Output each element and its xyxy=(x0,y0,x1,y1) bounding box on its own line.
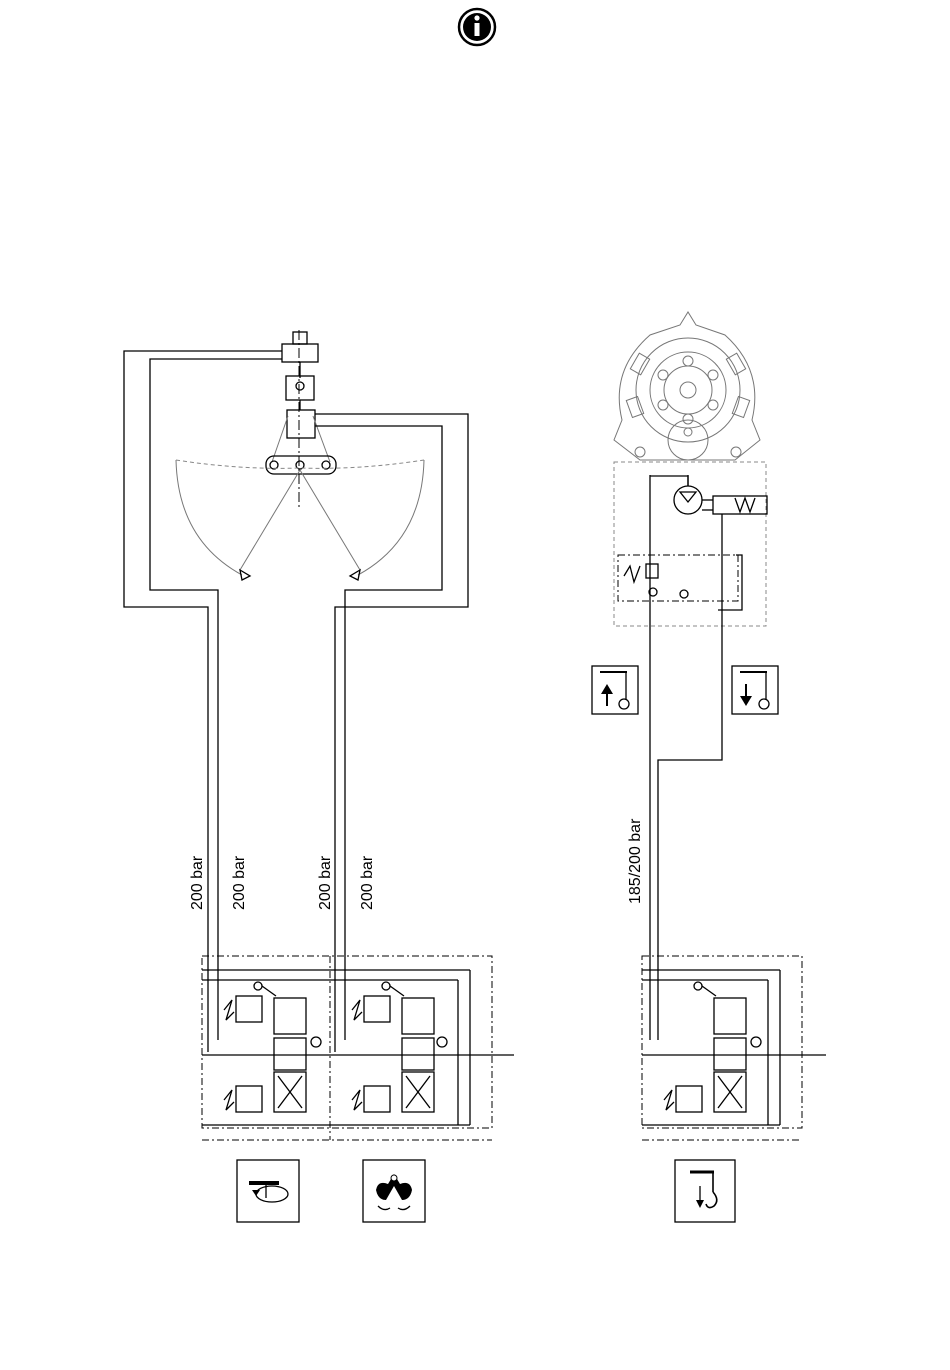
hoist-up-icon xyxy=(592,666,638,714)
info-icon xyxy=(459,9,495,45)
grab-open-close-icon xyxy=(363,1160,425,1222)
pressure-labels: 200 bar 200 bar 200 bar 200 bar 185/200 … xyxy=(189,818,644,910)
pressure-label-1: 200 bar xyxy=(189,855,206,910)
pressure-label-5: 185/200 bar xyxy=(627,818,644,904)
winch-drum-symbol xyxy=(614,312,760,460)
pressure-label-3: 200 bar xyxy=(317,855,334,910)
control-valve-block-right xyxy=(642,956,826,1140)
hoist-function-icon xyxy=(675,1160,735,1222)
hoist-motor-block xyxy=(614,462,767,626)
hoist-down-icon xyxy=(732,666,778,714)
hoist-hydraulic-lines xyxy=(650,475,722,1040)
control-valve-block-left xyxy=(202,956,514,1140)
grab-bucket-symbol xyxy=(176,330,424,580)
pressure-label-2: 200 bar xyxy=(231,855,248,910)
slew-function-icon xyxy=(237,1160,299,1222)
pressure-label-4: 200 bar xyxy=(359,855,376,910)
